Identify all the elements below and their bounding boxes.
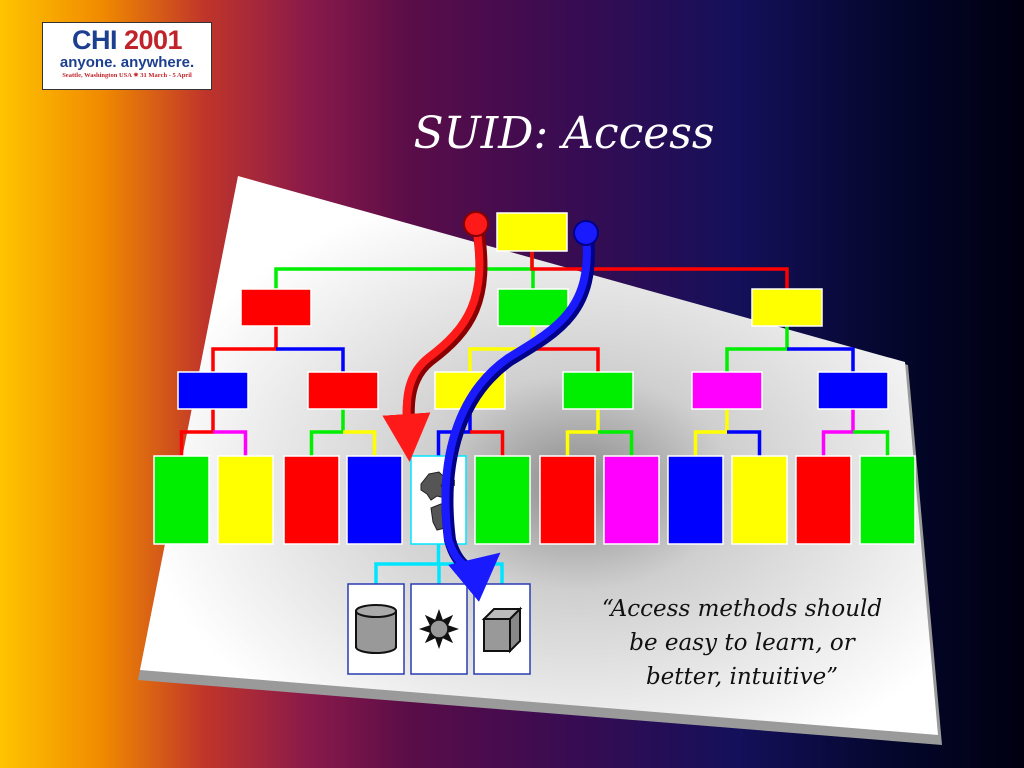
connector-line [179, 409, 215, 456]
leaf-node [859, 455, 916, 545]
connector-line [531, 267, 535, 289]
leaf-node [153, 455, 210, 545]
connector-line [598, 430, 634, 456]
level2-node [562, 371, 634, 410]
connector-line [213, 430, 248, 456]
leaf-node [539, 455, 596, 545]
cylinder-icon [355, 604, 397, 654]
node-boxes [153, 212, 916, 675]
level1-node [751, 288, 823, 327]
connector-line [727, 430, 762, 456]
leaf-node [667, 455, 724, 545]
connector-line [530, 251, 789, 289]
connector-line [787, 347, 855, 372]
connector-line [437, 562, 441, 584]
logo-chi: CHI [71, 25, 118, 55]
cube-icon [481, 606, 523, 654]
connector-line [343, 430, 377, 456]
level2-node [177, 371, 249, 410]
connector-line [693, 409, 729, 456]
world-map-node [410, 455, 467, 545]
connector-line [211, 326, 278, 372]
slide-title: SUID: Access [413, 108, 715, 159]
connector-line [565, 409, 600, 456]
leaf-node [795, 455, 852, 545]
root-node [496, 212, 568, 252]
leaf-node [731, 455, 788, 545]
level2-node [817, 371, 889, 410]
chi-2001-logo: CHI 2001 anyone. anywhere. Seattle, Wash… [42, 22, 212, 90]
leaf-node [283, 455, 340, 545]
connector-line [853, 430, 890, 456]
connector-line [725, 326, 789, 372]
logo-year: 2001 [123, 25, 183, 55]
connector-line [374, 544, 441, 584]
connector-line [533, 347, 600, 372]
level1-node [240, 288, 312, 327]
connector-line [468, 326, 535, 372]
connector-line [276, 347, 345, 372]
sun-icon [419, 609, 459, 649]
level2-node [691, 371, 763, 410]
level2-node [307, 371, 379, 410]
connector-line [821, 409, 855, 456]
leaf-node [474, 455, 531, 545]
connector-line [470, 430, 505, 456]
connector-line [309, 409, 345, 456]
leaf-node [217, 455, 274, 545]
leaf-node [346, 455, 403, 545]
leaf-node [603, 455, 660, 545]
red-access-arrow [382, 211, 489, 462]
quote-text: “Access methods should be easy to learn,… [601, 596, 883, 690]
blue-access-arrow [441, 220, 599, 602]
logo-tagline: anyone. anywhere. [59, 54, 195, 71]
logo-details: Seattle, Washington USA ✷ 31 March - 5 A… [62, 72, 192, 79]
